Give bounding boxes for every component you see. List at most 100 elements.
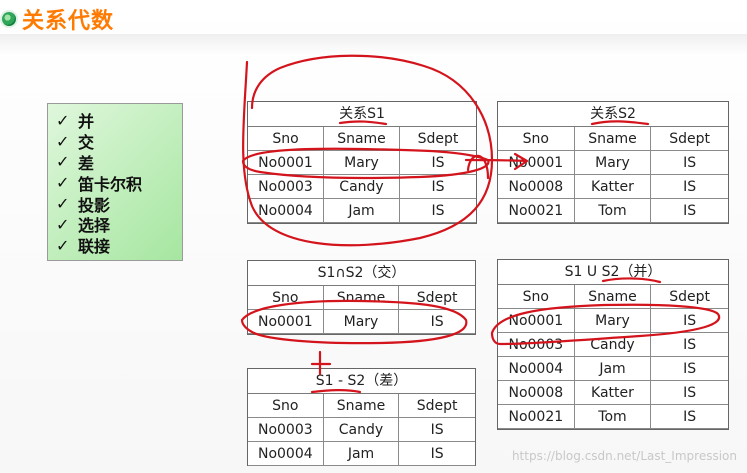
operation-item: ✓ 联接 [56, 235, 174, 257]
slide-title: 关系代数 [22, 9, 115, 34]
table-grid: Sno Sname Sdept No0001 Mary IS [248, 286, 475, 334]
table-cell: No0003 [498, 333, 575, 357]
operation-label: 选择 [78, 216, 111, 236]
table-cell: IS [651, 405, 728, 429]
operation-label: 差 [78, 154, 95, 173]
column-header: Sdept [399, 286, 475, 310]
table-cell: No0003 [248, 175, 324, 199]
table-cell: IS [399, 442, 475, 466]
table-cell: IS [651, 309, 728, 333]
table-grid: Sno Sname Sdept No0001 Mary IS No0008 Ka… [498, 127, 728, 223]
column-header: Sno [248, 394, 324, 418]
table-cell: Tom [574, 405, 652, 429]
column-header: Sno [248, 286, 324, 310]
table-difference: S1 - S2（差） Sno Sname Sdept No0003 Candy … [247, 368, 476, 466]
table-grid: Sno Sname Sdept No0003 Candy IS No0004 J… [248, 394, 475, 466]
watermark-text: https://blog.csdn.net/Last_Impression [511, 449, 737, 463]
table-title: 关系S1 [248, 102, 476, 127]
operations-panel: ✓并 ✓交 ✓差 ✓笛卡尔积 ✓投影 ✓选择 ✓联接 [47, 103, 183, 261]
column-header: Sdept [399, 394, 475, 418]
column-header: Sname [323, 394, 400, 418]
check-icon: ✓ [56, 131, 70, 151]
column-header: Sname [323, 286, 400, 310]
table-cell: IS [651, 381, 728, 405]
table-cell: No0004 [248, 199, 324, 223]
operation-label: 联接 [78, 237, 111, 257]
table-cell: IS [400, 175, 476, 199]
table-cell: No0008 [498, 381, 575, 405]
table-cell: No0001 [248, 151, 324, 175]
operation-item: ✓ 笛卡尔积 [56, 172, 174, 194]
table-cell: No0021 [498, 199, 575, 223]
table-grid: Sno Sname Sdept No0001 Mary IS No0003 Ca… [248, 127, 476, 223]
column-header: Sdept [400, 127, 476, 151]
check-icon: ✓ [56, 152, 70, 172]
table-cell: Mary [574, 151, 652, 175]
table-title: 关系S2 [498, 102, 728, 127]
table-cell: Mary [574, 309, 652, 333]
check-icon: ✓ [56, 235, 70, 255]
table-cell: Jam [323, 442, 400, 466]
table-title: S1 - S2（差） [248, 369, 475, 394]
table-title: S1∩S2（交） [248, 261, 475, 286]
table-cell: IS [651, 333, 728, 357]
table-cell: Katter [574, 175, 652, 199]
check-icon: ✓ [56, 173, 70, 193]
table-s1: 关系S1 Sno Sname Sdept No0001 Mary IS No00… [247, 101, 477, 224]
check-icon: ✓ [56, 194, 70, 214]
table-cell: IS [399, 310, 475, 334]
table-intersection: S1∩S2（交） Sno Sname Sdept No0001 Mary IS [247, 260, 476, 335]
operation-item: ✓ 投影 [56, 193, 174, 215]
column-header: Sno [498, 285, 575, 309]
table-cell: IS [651, 199, 728, 223]
table-union: S1 U S2（并） Sno Sname Sdept No0001 Mary I… [497, 259, 729, 430]
table-cell: No0001 [498, 151, 575, 175]
operation-label: 交 [78, 133, 95, 153]
table-cell: Tom [574, 199, 652, 223]
table-cell: IS [400, 199, 476, 223]
table-cell: Candy [324, 175, 400, 199]
column-header: Sdept [651, 127, 728, 151]
table-cell: No0008 [498, 175, 575, 199]
check-icon: ✓ [56, 110, 70, 130]
operation-item: ✓交 [56, 131, 174, 153]
table-cell: Candy [574, 333, 652, 357]
table-cell: Jam [324, 199, 400, 223]
title-bullet-icon [2, 12, 16, 26]
check-icon: ✓ [56, 214, 70, 234]
operation-label: 笛卡尔积 [78, 174, 143, 194]
table-cell: No0001 [248, 310, 324, 334]
column-header: Sname [574, 285, 652, 309]
operation-item: ✓差 [56, 152, 174, 173]
column-header: Sno [498, 127, 575, 151]
table-cell: Jam [574, 357, 652, 381]
table-cell: No0021 [498, 405, 575, 429]
title-row: 关系代数 [2, 4, 114, 34]
table-cell: No0004 [248, 442, 324, 466]
table-grid: Sno Sname Sdept No0001 Mary IS No0003 Ca… [498, 285, 728, 429]
table-cell: Candy [323, 418, 400, 442]
table-cell: IS [399, 418, 475, 442]
table-cell: No0003 [248, 418, 324, 442]
table-cell: IS [400, 151, 476, 175]
table-cell: IS [651, 151, 728, 175]
column-header: Sdept [651, 285, 728, 309]
table-title: S1 U S2（并） [498, 260, 728, 285]
operation-item: ✓并 [56, 110, 174, 132]
column-header: Sname [324, 127, 400, 151]
table-cell: No0004 [498, 357, 575, 381]
operation-label: 投影 [78, 195, 111, 215]
table-cell: Mary [323, 310, 400, 334]
table-cell: Katter [574, 381, 652, 405]
table-cell: Mary [324, 151, 400, 175]
operation-item: ✓ 选择 [56, 214, 174, 236]
table-cell: IS [651, 175, 728, 199]
table-cell: No0001 [498, 309, 575, 333]
column-header: Sno [248, 127, 324, 151]
column-header: Sname [574, 127, 652, 151]
table-cell: IS [651, 357, 728, 381]
operation-label: 并 [78, 112, 95, 132]
table-s2: 关系S2 Sno Sname Sdept No0001 Mary IS No00… [497, 101, 729, 224]
title-band [0, 34, 747, 56]
